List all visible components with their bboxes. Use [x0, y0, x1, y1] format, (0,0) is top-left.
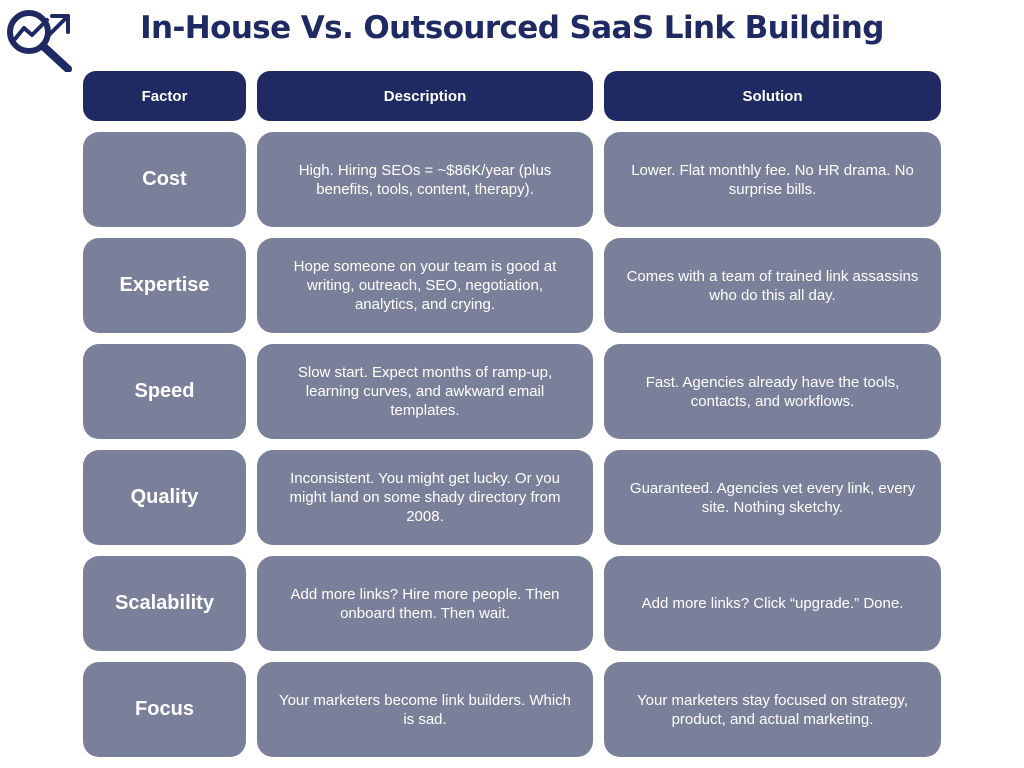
table-row-speed: Speed Slow start. Expect months of ramp-…	[83, 344, 941, 439]
table-row-quality: Quality Inconsistent. You might get luck…	[83, 450, 941, 545]
factor-cell: Scalability	[83, 556, 246, 651]
table-row-expertise: Expertise Hope someone on your team is g…	[83, 238, 941, 333]
table-header-row: Factor Description Solution	[83, 71, 941, 121]
description-cell: High. Hiring SEOs = ~$86K/year (plus ben…	[257, 132, 593, 227]
description-cell: Your marketers become link builders. Whi…	[257, 662, 593, 757]
solution-cell: Comes with a team of trained link assass…	[604, 238, 941, 333]
table-row-scalability: Scalability Add more links? Hire more pe…	[83, 556, 941, 651]
factor-cell: Cost	[83, 132, 246, 227]
factor-cell: Speed	[83, 344, 246, 439]
header-description: Description	[257, 71, 593, 121]
page-title: In-House Vs. Outsourced SaaS Link Buildi…	[140, 10, 884, 46]
factor-cell: Expertise	[83, 238, 246, 333]
solution-cell: Add more links? Click “upgrade.” Done.	[604, 556, 941, 651]
solution-cell: Lower. Flat monthly fee. No HR drama. No…	[604, 132, 941, 227]
header-solution: Solution	[604, 71, 941, 121]
table-row-cost: Cost High. Hiring SEOs = ~$86K/year (plu…	[83, 132, 941, 227]
solution-cell: Your marketers stay focused on strategy,…	[604, 662, 941, 757]
factor-cell: Quality	[83, 450, 246, 545]
table-row-focus: Focus Your marketers become link builder…	[83, 662, 941, 757]
comparison-table: Factor Description Solution Cost High. H…	[83, 71, 941, 768]
solution-cell: Guaranteed. Agencies vet every link, eve…	[604, 450, 941, 545]
header-factor: Factor	[83, 71, 246, 121]
magnifier-trend-icon	[2, 4, 74, 73]
description-cell: Slow start. Expect months of ramp-up, le…	[257, 344, 593, 439]
factor-cell: Focus	[83, 662, 246, 757]
description-cell: Add more links? Hire more people. Then o…	[257, 556, 593, 651]
solution-cell: Fast. Agencies already have the tools, c…	[604, 344, 941, 439]
description-cell: Hope someone on your team is good at wri…	[257, 238, 593, 333]
description-cell: Inconsistent. You might get lucky. Or yo…	[257, 450, 593, 545]
